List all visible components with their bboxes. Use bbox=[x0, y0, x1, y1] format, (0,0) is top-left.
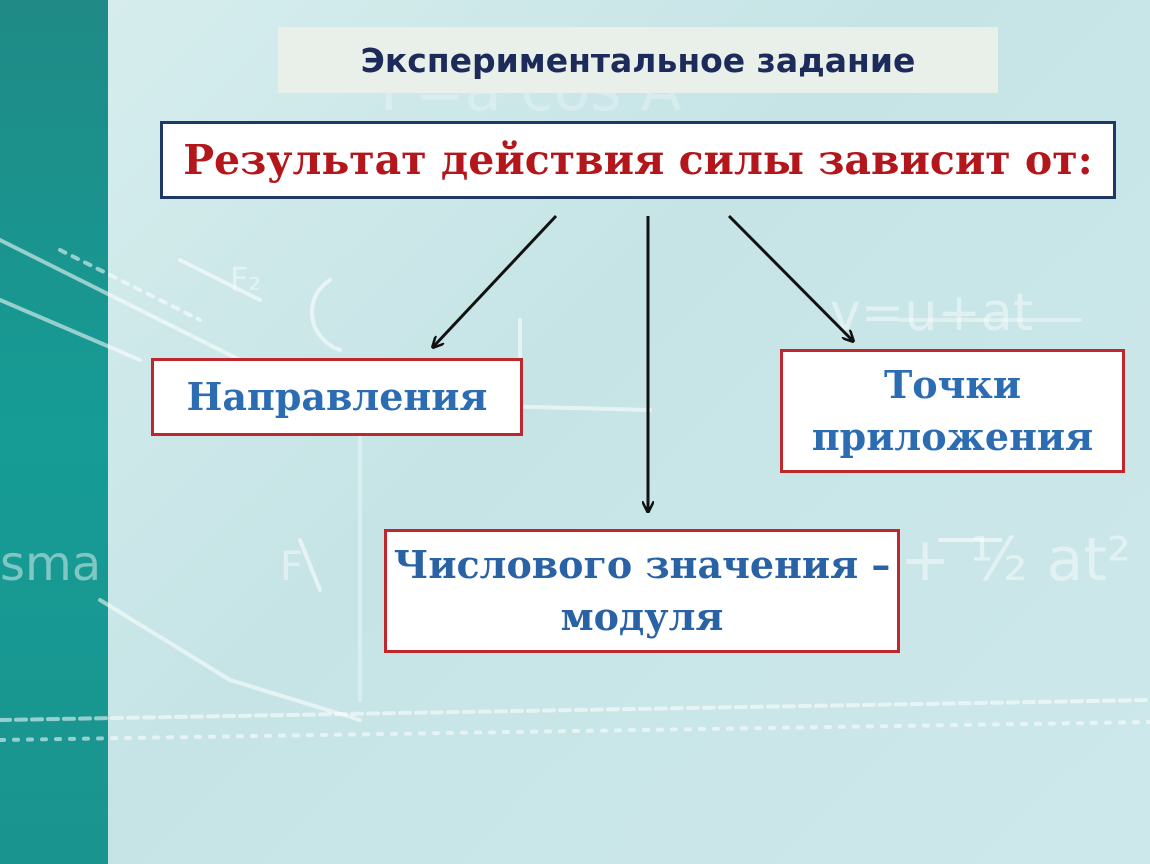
node-application-point: Точки приложения bbox=[780, 349, 1125, 473]
node-magnitude-label: Числового значения – модуля bbox=[387, 539, 897, 643]
node-application-point-label: Точки приложения bbox=[783, 359, 1122, 463]
node-direction: Направления bbox=[151, 358, 523, 436]
arrow-to-direction bbox=[434, 216, 556, 346]
node-magnitude: Числового значения – модуля bbox=[384, 529, 900, 653]
node-direction-label: Направления bbox=[187, 371, 488, 423]
arrow-to-application-point bbox=[729, 216, 852, 340]
